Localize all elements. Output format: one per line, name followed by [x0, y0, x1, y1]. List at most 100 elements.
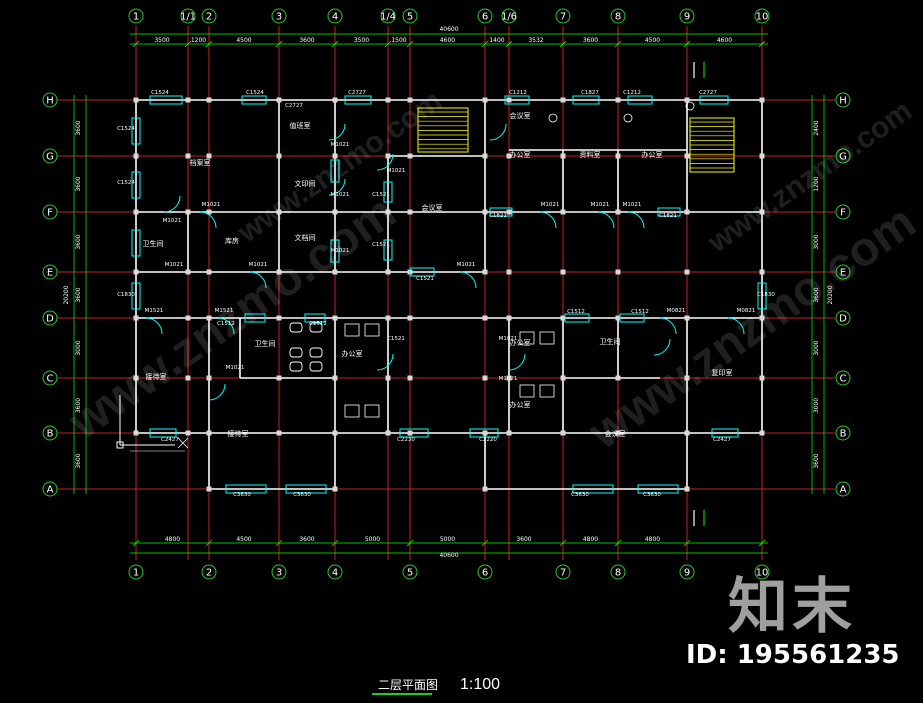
toilet-fixture-5 — [309, 361, 323, 372]
window-tag-1: C1524 — [246, 90, 264, 96]
grid-bubble-left-label-2: F — [47, 208, 53, 219]
grid-bubble-top-label-11: 9 — [684, 12, 690, 23]
washbasin-0 — [548, 113, 558, 123]
window-7 — [131, 117, 141, 145]
column-10 — [185, 269, 191, 275]
grid-bubble-top-label-10: 8 — [615, 12, 621, 23]
desk-fixture-2 — [344, 404, 360, 418]
grid-bubble-bottom-8 — [679, 564, 695, 580]
grid-bubble-right-7 — [835, 481, 851, 497]
column-74 — [615, 153, 621, 159]
grid-bubble-bottom-1 — [201, 564, 217, 580]
window-tag-28: C1821 — [489, 213, 507, 219]
window-tag-3: C2727 — [348, 90, 366, 96]
window-22 — [564, 313, 590, 323]
grid-bubble-top-7 — [477, 8, 493, 24]
column-92 — [759, 315, 765, 321]
grid-bubble-left-6 — [42, 425, 58, 441]
dim-tick-top-3 — [275, 40, 283, 48]
window-tag-12: C2427 — [713, 437, 731, 443]
column-46 — [407, 209, 413, 215]
grid-bubble-right-label-0: H — [839, 96, 847, 107]
grid-bubble-top-11 — [679, 8, 695, 24]
grid-bubble-right-label-2: F — [840, 208, 846, 219]
grid-bubble-right-3 — [835, 264, 851, 280]
dim-tick-top-4 — [331, 40, 339, 48]
dim-left-3: 3600 — [75, 287, 82, 302]
column-70 — [560, 315, 566, 321]
column-13 — [185, 430, 191, 436]
dim-top-7: 1400 — [489, 37, 504, 44]
column-64 — [506, 375, 512, 381]
door-swing-15 — [208, 383, 226, 401]
room-label-13: 办公室 — [510, 338, 531, 347]
grid-bubble-bottom-9 — [754, 564, 770, 580]
room-label-11: 办公室 — [342, 349, 363, 358]
dim-right-4: 3000 — [813, 340, 820, 355]
column-79 — [615, 430, 621, 436]
grid-bubble-top-0 — [128, 8, 144, 24]
dim-bottom-4: 5000 — [440, 536, 455, 543]
door-tag-15: M0821 — [667, 308, 686, 314]
column-23 — [276, 153, 282, 159]
column-52 — [482, 153, 488, 159]
column-19 — [206, 375, 212, 381]
window-tag-16: C3630 — [643, 492, 661, 498]
column-75 — [615, 209, 621, 215]
grid-bubble-top-4 — [327, 8, 343, 24]
window-29 — [489, 207, 513, 217]
grid-bubble-top-3 — [271, 8, 287, 24]
dim-top-1: 1200 — [191, 37, 206, 44]
column-20 — [206, 430, 212, 436]
dim-tick-bottom-5 — [481, 539, 489, 547]
room-label-15: 会议室 — [605, 429, 626, 438]
window-9 — [131, 229, 141, 257]
window-tag-7: C2727 — [699, 90, 717, 96]
column-49 — [407, 375, 413, 381]
grid-bubble-top-label-9: 7 — [560, 12, 566, 23]
door-tag-6: M1021 — [591, 202, 610, 208]
dim-bottom-2: 3600 — [299, 536, 314, 543]
window-11 — [757, 282, 767, 310]
grid-bubble-right-label-3: E — [840, 268, 846, 279]
grid-bubble-left-2 — [42, 204, 58, 220]
room-label-0: 档案室 — [190, 158, 211, 167]
dim-right-6: 3600 — [813, 453, 820, 468]
column-28 — [276, 430, 282, 436]
window-tag-14: C3630 — [293, 492, 311, 498]
window-1 — [241, 95, 267, 105]
column-24 — [276, 209, 282, 215]
dim-left-6: 3600 — [75, 453, 82, 468]
grid-bubble-bottom-label-6: 7 — [560, 568, 566, 579]
door-swing-2 — [727, 317, 745, 335]
grid-bubble-bottom-label-4: 5 — [407, 568, 413, 579]
grid-bubble-left-label-6: B — [47, 429, 54, 440]
column-85 — [684, 375, 690, 381]
dim-right-2: 3000 — [813, 234, 820, 249]
column-34 — [332, 375, 338, 381]
column-88 — [759, 97, 765, 103]
column-36 — [332, 486, 338, 492]
window-tag-0: C1524 — [151, 90, 169, 96]
grid-bubble-right-label-1: G — [839, 152, 847, 163]
column-37 — [385, 97, 391, 103]
window-25 — [383, 239, 393, 261]
grid-bubble-right-label-4: D — [839, 314, 847, 325]
window-tag-23: C1521 — [387, 336, 405, 342]
door-tag-12: M1521 — [145, 308, 164, 314]
window-5 — [627, 95, 653, 105]
grid-bubble-left-label-1: G — [46, 152, 54, 163]
window-21 — [304, 313, 326, 323]
room-label-18: 复印室 — [712, 368, 733, 377]
column-72 — [560, 430, 566, 436]
dim-left-4: 3000 — [75, 340, 82, 355]
grid-bubble-left-0 — [42, 92, 58, 108]
column-59 — [506, 97, 512, 103]
column-21 — [206, 486, 212, 492]
column-89 — [759, 153, 765, 159]
dim-tick-bottom-2 — [275, 539, 283, 547]
window-18 — [399, 428, 429, 438]
grid-bubble-bottom-label-3: 4 — [332, 568, 338, 579]
column-16 — [206, 209, 212, 215]
grid-bubble-bottom-label-0: 1 — [133, 568, 139, 579]
